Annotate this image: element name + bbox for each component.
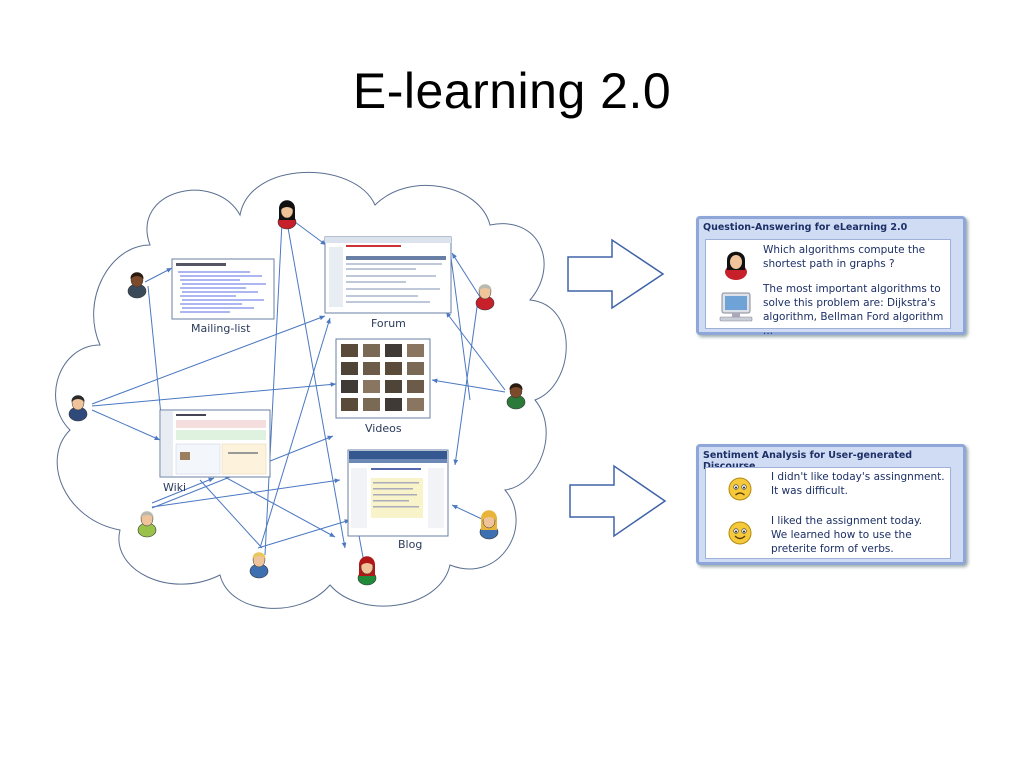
slide-title: E-learning 2.0 <box>352 63 672 119</box>
link <box>211 469 336 538</box>
positive-line2: We learned how to use the <box>771 529 912 541</box>
mailing-list-label: Mailing-list <box>191 322 251 335</box>
blog-label: Blog <box>398 538 422 551</box>
videos-thumbnail[interactable] <box>335 338 431 419</box>
link <box>453 299 479 466</box>
person-icon <box>357 556 377 586</box>
video-thumb[interactable] <box>385 380 402 393</box>
video-thumb[interactable] <box>363 380 380 393</box>
person-icon <box>475 284 495 311</box>
link <box>449 249 471 401</box>
link <box>151 478 341 508</box>
student-avatar-icon <box>725 251 747 280</box>
positive-line3: preterite form of verbs. <box>771 543 894 555</box>
negative-line1: I didn't like today's assingnment. <box>771 471 945 483</box>
arrow-to-qa <box>567 238 665 310</box>
qa-answer-line1: The most important algorithms to <box>763 283 941 295</box>
qa-answer-line3: algorithm, Bellman Ford algorithm ... <box>763 311 944 337</box>
wiki-thumbnail[interactable] <box>159 409 271 478</box>
cloud-outline <box>55 171 567 609</box>
link <box>264 221 283 556</box>
blog-thumbnail[interactable] <box>347 449 449 537</box>
link <box>286 221 347 549</box>
link <box>451 504 485 521</box>
sentiment-panel-title: Sentiment Analysis for User-generated Di… <box>703 450 913 472</box>
forum-thumbnail[interactable] <box>324 236 452 314</box>
wiki-label: Wiki <box>163 481 186 494</box>
video-thumb[interactable] <box>407 362 424 375</box>
video-thumb[interactable] <box>407 344 424 357</box>
person-icon <box>506 383 526 410</box>
video-thumb[interactable] <box>341 344 358 357</box>
person-icon <box>137 511 157 538</box>
qa-answer-line2: solve this problem are: Dijkstra's <box>763 297 936 309</box>
qa-question-line1: Which algorithms compute the <box>763 244 926 256</box>
forum-label: Forum <box>371 317 406 330</box>
video-thumb[interactable] <box>385 398 402 411</box>
link <box>144 267 173 283</box>
link <box>199 479 263 549</box>
happy-face-icon <box>728 521 752 545</box>
person-icon <box>479 510 499 540</box>
qa-panel: Question-Answering for eLearning 2.0 Whi… <box>696 216 966 337</box>
sad-face-icon <box>728 477 752 501</box>
video-thumb[interactable] <box>363 398 380 411</box>
video-thumb[interactable] <box>385 362 402 375</box>
link <box>91 315 326 405</box>
link <box>445 311 506 391</box>
video-thumb[interactable] <box>363 362 380 375</box>
sentiment-panel-body: I didn't like today's assingnment. It wa… <box>705 467 951 559</box>
link <box>294 221 327 246</box>
person-icon <box>249 552 269 579</box>
video-thumb[interactable] <box>407 380 424 393</box>
positive-line1: I liked the assignment today. <box>771 515 923 527</box>
qa-panel-title: Question-Answering for eLearning 2.0 <box>703 222 908 233</box>
link <box>91 409 161 441</box>
video-thumb[interactable] <box>407 398 424 411</box>
arrow-to-sentiment <box>569 464 667 538</box>
link <box>91 382 337 407</box>
link <box>257 519 351 549</box>
video-thumb[interactable] <box>341 398 358 411</box>
person-icon <box>277 200 297 230</box>
videos-label: Videos <box>365 422 402 435</box>
video-thumb[interactable] <box>341 362 358 375</box>
person-icon <box>127 272 147 299</box>
video-thumb[interactable] <box>341 380 358 393</box>
qa-panel-body: Which algorithms compute the shortest pa… <box>705 239 951 337</box>
qa-question-line2: shortest path in graphs ? <box>763 258 895 270</box>
mailing-list-thumbnail[interactable] <box>171 258 275 320</box>
link <box>451 252 481 298</box>
video-thumb[interactable] <box>385 344 402 357</box>
computer-icon <box>719 292 753 322</box>
sentiment-panel: Sentiment Analysis for User-generated Di… <box>696 444 966 565</box>
link <box>259 317 331 549</box>
video-thumb[interactable] <box>363 344 380 357</box>
person-icon <box>68 395 88 422</box>
link <box>151 477 215 504</box>
negative-line2: It was difficult. <box>771 485 848 497</box>
